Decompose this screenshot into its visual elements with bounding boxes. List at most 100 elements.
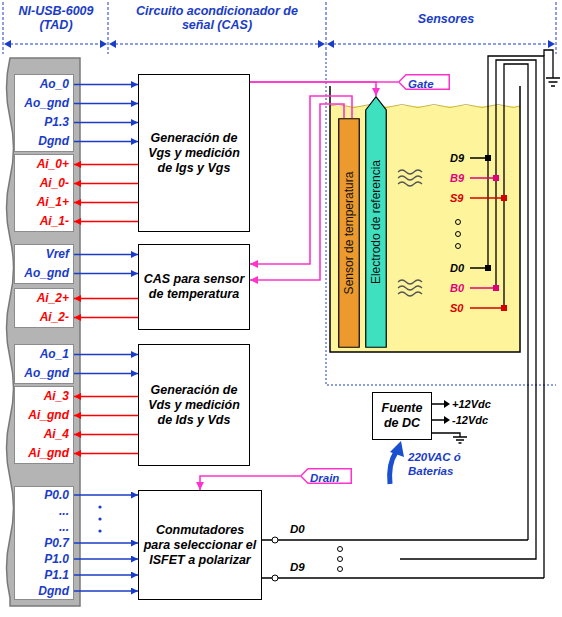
pin-label: P1.3 bbox=[15, 113, 73, 132]
process-box: CAS para sensor de temperatura bbox=[138, 244, 250, 330]
voltage-label: -12Vdc bbox=[452, 413, 488, 427]
pin-group: Ai_3Ai_gndAi_4Ai_gnd bbox=[14, 386, 74, 464]
pin-label: Dgnd bbox=[15, 583, 73, 599]
terminal-label: D0 bbox=[450, 261, 464, 275]
switch-terminal bbox=[272, 537, 278, 543]
dot bbox=[338, 557, 343, 562]
terminal-label: D9 bbox=[450, 151, 464, 165]
column-heading: NI-USB-6009 (TAD) bbox=[4, 4, 108, 32]
cable bbox=[400, 60, 536, 559]
span-arrow bbox=[333, 44, 549, 45]
terminal bbox=[493, 285, 499, 291]
probe-body bbox=[366, 97, 387, 348]
pin-group: Ai_2+Ai_2- bbox=[14, 288, 74, 328]
process-box: Fuente de DC bbox=[372, 392, 432, 440]
arrowhead bbox=[444, 416, 450, 424]
wave bbox=[398, 182, 422, 186]
signal-arrow bbox=[74, 434, 138, 435]
pin-label: P0.7 bbox=[15, 535, 73, 551]
channel-label: D0 bbox=[290, 522, 305, 536]
pin-label: Vref bbox=[15, 245, 73, 264]
pin-label: ... bbox=[15, 503, 73, 519]
signal-arrow bbox=[74, 202, 138, 203]
probe-label: Sensor de temperatura bbox=[338, 118, 360, 348]
pin-label: Ai_0- bbox=[15, 174, 73, 193]
terminal bbox=[501, 305, 507, 311]
divider-line bbox=[556, 2, 557, 54]
divider-line bbox=[3, 2, 4, 54]
pin-group: Ai_0+Ai_0-Ai_1+Ai_1- bbox=[14, 154, 74, 232]
signal-arrow bbox=[200, 476, 300, 490]
wave bbox=[398, 280, 422, 284]
signal-arrow bbox=[74, 254, 138, 255]
supply-arrowheads bbox=[444, 400, 450, 424]
pin-label: Ai_2+ bbox=[15, 289, 73, 308]
arrowhead bbox=[548, 40, 555, 48]
terminal bbox=[493, 175, 499, 181]
arrowhead bbox=[109, 40, 116, 48]
sensor-region-border bbox=[326, 54, 556, 385]
box-text: Generación de Vds y medición de Ids y Vd… bbox=[143, 383, 245, 428]
terminal-dots bbox=[485, 155, 507, 311]
cable bbox=[504, 64, 528, 540]
signal-arrow bbox=[74, 396, 138, 397]
arrowhead bbox=[327, 40, 334, 48]
signal-arrow bbox=[74, 415, 138, 416]
wave bbox=[398, 170, 422, 174]
pin-label: Ao_1 bbox=[15, 345, 73, 364]
pin-group: VrefAo_gnd bbox=[14, 244, 74, 284]
pin-label: Ao_gnd bbox=[15, 364, 73, 383]
arrowhead bbox=[4, 40, 11, 48]
beaker bbox=[330, 86, 520, 352]
power-input-arrowhead bbox=[390, 441, 404, 457]
box-text: Conmutadores para seleccionar el ISFET a… bbox=[143, 523, 257, 568]
voltage-label: +12Vdc bbox=[452, 397, 491, 411]
dot bbox=[456, 220, 461, 225]
divider-line bbox=[326, 2, 327, 54]
sensor-probe: Electrodo de referencia bbox=[365, 96, 387, 348]
pin-label: Ai_4 bbox=[15, 425, 73, 444]
signal-arrow bbox=[74, 298, 138, 299]
tag-text: Gate bbox=[408, 76, 434, 92]
bulk-line bbox=[470, 178, 496, 288]
isfet-wiring bbox=[262, 50, 560, 578]
pin-label: P1.0 bbox=[15, 551, 73, 567]
signal-arrow bbox=[250, 82, 376, 96]
span-arrow bbox=[10, 44, 101, 45]
ground-symbol bbox=[432, 433, 467, 443]
dot bbox=[456, 244, 461, 249]
pin-label: Ai_1+ bbox=[15, 193, 73, 212]
pin-label: P0.0 bbox=[15, 487, 73, 503]
pin-label: Ai_1- bbox=[15, 212, 73, 231]
arrowhead bbox=[318, 40, 325, 48]
signal-arrow bbox=[74, 273, 138, 274]
ion-waves bbox=[398, 170, 422, 296]
dot bbox=[98, 517, 101, 520]
signal-arrow bbox=[74, 317, 138, 318]
electrolyte bbox=[330, 106, 520, 352]
daq-panel bbox=[7, 58, 81, 606]
signal-arrow bbox=[74, 494, 138, 495]
drain-line bbox=[470, 158, 488, 268]
box-text: CAS para sensor de temperatura bbox=[143, 272, 245, 302]
wave bbox=[398, 176, 422, 180]
signal-tag: Drain bbox=[300, 468, 352, 484]
pin-label: Ai_3 bbox=[15, 387, 73, 406]
sensor-probe: Sensor de temperatura bbox=[338, 118, 360, 348]
pin-label: Ai_gnd bbox=[15, 406, 73, 425]
pin-label: Ai_0+ bbox=[15, 155, 73, 174]
signal-arrow bbox=[74, 558, 138, 559]
dot bbox=[338, 567, 343, 572]
pin-label: P1.1 bbox=[15, 567, 73, 583]
signal-arrow bbox=[74, 141, 138, 142]
terminal-label: S9 bbox=[450, 191, 463, 205]
signal-arrow bbox=[74, 164, 138, 165]
dot bbox=[98, 529, 101, 532]
probe-body bbox=[339, 119, 360, 348]
pin-group: Ao_0Ao_gndP1.3Dgnd bbox=[14, 74, 74, 152]
signal-arrow bbox=[74, 84, 138, 85]
source-line bbox=[470, 198, 504, 308]
dot bbox=[338, 547, 343, 552]
